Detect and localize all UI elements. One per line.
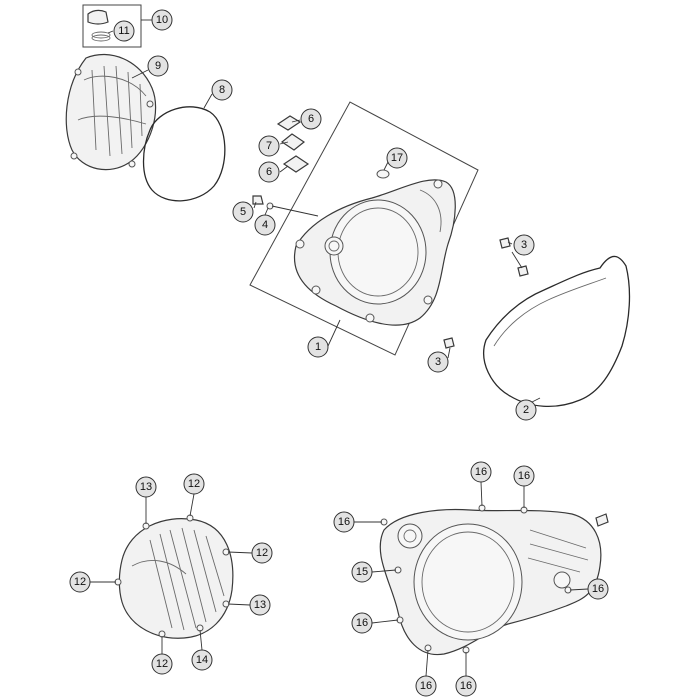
- callout-9: 9: [147, 55, 169, 77]
- dowel-pin-lower: [443, 337, 455, 349]
- callout-label: 16: [338, 516, 350, 528]
- callout-15: 15: [351, 561, 373, 583]
- callout-label: 1: [315, 341, 321, 353]
- callout-12-bottom: 12: [151, 653, 173, 675]
- callout-label: 16: [475, 466, 487, 478]
- callout-label: 16: [592, 583, 604, 595]
- clutch-cover-gasket: [483, 255, 631, 408]
- callout-16-bottom-b: 16: [455, 675, 477, 697]
- callout-label: 7: [266, 140, 272, 152]
- dowel-pin-middle: [517, 265, 529, 277]
- callout-1: 1: [307, 336, 329, 358]
- callout-label: 16: [518, 470, 530, 482]
- callout-label: 2: [523, 404, 529, 416]
- seal-cap-upper: [276, 115, 302, 131]
- callout-14: 14: [191, 649, 213, 671]
- screw-plug-small: [252, 195, 264, 205]
- callout-8: 8: [211, 79, 233, 101]
- callout-label: 16: [420, 680, 432, 692]
- callout-label: 17: [391, 152, 403, 164]
- callout-label: 12: [188, 478, 200, 490]
- crankcase-half: [379, 504, 609, 656]
- callout-3-lower: 3: [427, 351, 449, 373]
- shaft-seal-ring: [376, 169, 390, 179]
- callout-2: 2: [515, 399, 537, 421]
- clutch-cover-gasket-ring: [142, 106, 226, 202]
- screw-plug: [87, 9, 109, 25]
- callout-17: 17: [386, 147, 408, 169]
- callout-13-upper: 13: [135, 476, 157, 498]
- callout-12-right: 12: [251, 542, 273, 564]
- callout-label: 14: [196, 654, 208, 666]
- callout-5: 5: [232, 201, 254, 223]
- outer-clutch-cover: [65, 53, 157, 171]
- callout-4: 4: [254, 214, 276, 236]
- seal-ring: [280, 133, 306, 151]
- callout-12-top: 12: [183, 473, 205, 495]
- callout-label: 16: [356, 617, 368, 629]
- callout-label: 15: [356, 566, 368, 578]
- clutch-cover-frame: [249, 101, 479, 356]
- callout-label: 16: [460, 680, 472, 692]
- callout-label: 3: [435, 356, 441, 368]
- callout-16-left: 16: [333, 511, 355, 533]
- callout-16-top-a: 16: [470, 461, 492, 483]
- callout-label: 9: [155, 60, 161, 72]
- callout-label: 6: [266, 166, 272, 178]
- callout-7: 7: [258, 135, 280, 157]
- callout-label: 10: [156, 14, 168, 26]
- callout-label: 12: [256, 547, 268, 559]
- dowel-pin-upper: [499, 237, 511, 249]
- callout-label: 11: [118, 25, 129, 37]
- callout-13-lower: 13: [249, 594, 271, 616]
- callout-16-lower-left: 16: [351, 612, 373, 634]
- callout-label: 3: [521, 239, 527, 251]
- callout-label: 13: [254, 599, 266, 611]
- callout-12-left: 12: [69, 571, 91, 593]
- plug-assembly-frame: [82, 4, 142, 48]
- callout-label: 8: [219, 84, 225, 96]
- callout-16-bottom-a: 16: [415, 675, 437, 697]
- callout-label: 12: [74, 576, 86, 588]
- callout-label: 13: [140, 481, 152, 493]
- o-ring: [91, 31, 111, 39]
- callout-label: 5: [240, 206, 246, 218]
- clutch-cover: [293, 179, 456, 326]
- callout-6-upper: 6: [300, 108, 322, 130]
- callout-label: 4: [262, 219, 268, 231]
- callout-label: 6: [308, 113, 314, 125]
- callout-6-lower: 6: [258, 161, 280, 183]
- callout-10: 10: [151, 9, 173, 31]
- seal-cap-lower: [282, 155, 310, 173]
- callout-16-top-b: 16: [513, 465, 535, 487]
- callout-label: 12: [156, 658, 168, 670]
- callout-11: 11: [113, 20, 135, 42]
- callout-16-right: 16: [587, 578, 609, 600]
- clutch-cover-protector: [114, 514, 234, 639]
- callout-3-upper: 3: [513, 234, 535, 256]
